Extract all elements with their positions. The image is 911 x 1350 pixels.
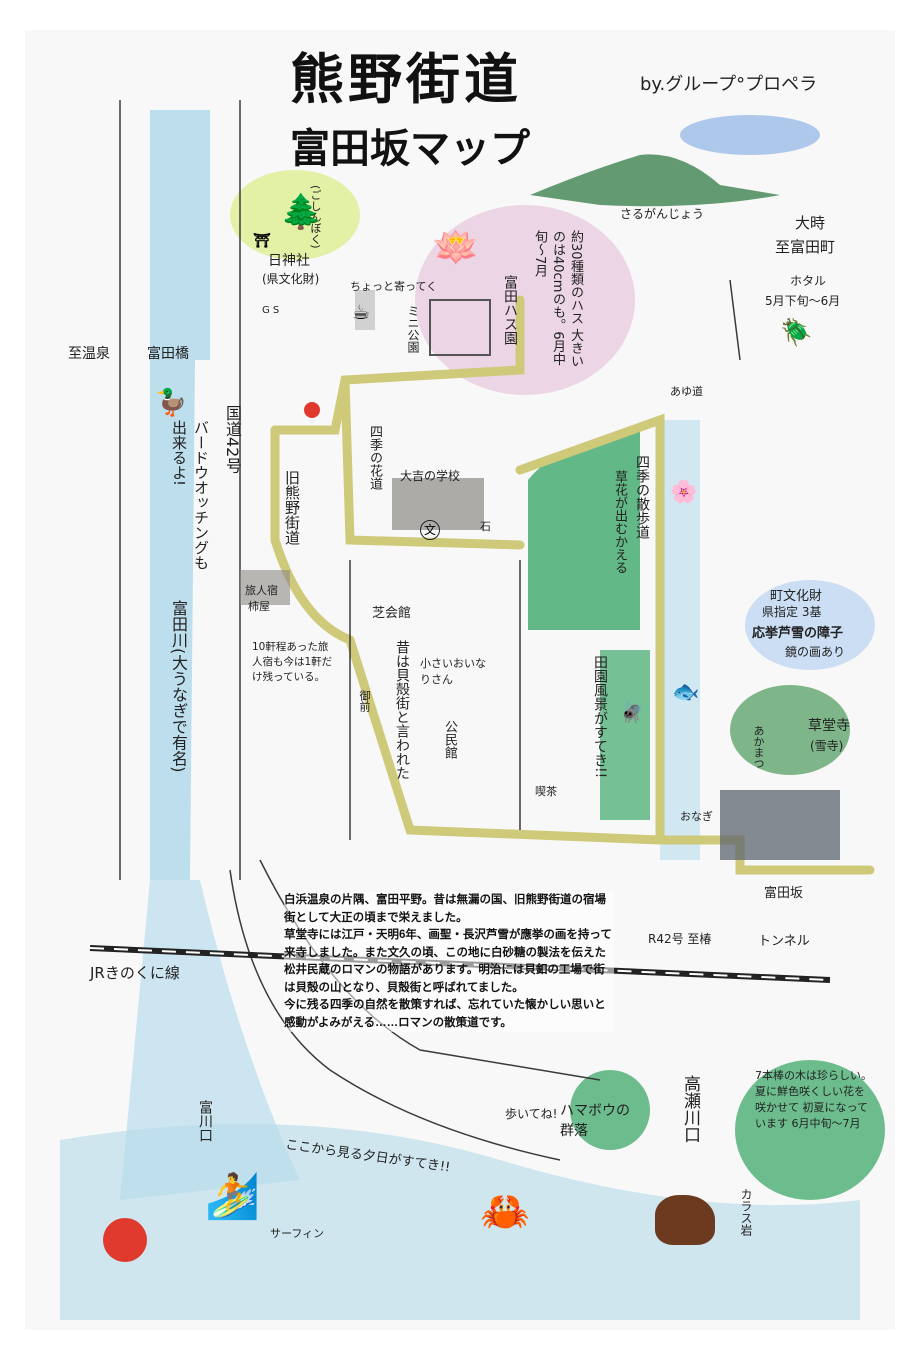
label-shrine: 日神社 [268, 253, 310, 269]
label-karasu-iwa: カラス岩 [739, 1188, 753, 1236]
label-sarugan: さるがんじょう [620, 207, 705, 221]
label-small-inari: 小さいおいなりさん [420, 657, 486, 686]
label-kumano-kaido: 旧熊野街道 [283, 470, 301, 545]
label-surfing: サーフィン [270, 1227, 325, 1240]
label-kusabana: 草花が出むかえる [612, 470, 627, 574]
duck-icon: 🦆 [155, 388, 188, 418]
cafe-cup-icon: ☕ [352, 300, 370, 324]
label-jr-line: JRきのくに線 [90, 964, 180, 982]
green-areas [230, 170, 885, 1200]
dragonfly-icon: 🪰 [620, 700, 645, 724]
label-shrine-note: (ごしんぼく) [309, 185, 322, 249]
stream-right [660, 420, 700, 860]
crab-icon: 🦀 [480, 1189, 530, 1235]
label-hotaru: ホタル [790, 274, 827, 288]
label-sodoji: 草堂寺 [808, 718, 850, 734]
label-ryokan: 旅人宿 [245, 584, 278, 597]
label-shiki-hanamichi: 四季の花道 [367, 425, 382, 490]
description-paragraph: 白浜温泉の片隅、富田平野。昔は無漏の国、旧熊野街道の宿場街として大正の頃まで栄え… [284, 894, 606, 924]
author-credit: by.グループ°プロペラ [640, 74, 818, 95]
school-icon: 文 [420, 520, 440, 540]
label-rosetsu: 応挙芦雪の障子 [752, 626, 844, 641]
label-lotus-park: 富田ハス園 [502, 275, 518, 345]
label-kominkan: 公民館 [442, 720, 457, 759]
label-gs: G S [262, 305, 280, 316]
title-line1: 熊野街道 [290, 47, 522, 111]
post-marker [304, 402, 320, 418]
label-bunkazai-detail: 県指定 3基 [762, 605, 822, 619]
label-ryokan-name: 柿屋 [248, 600, 270, 613]
sky-and-mountain [530, 115, 820, 207]
label-lotus-note: 約30種類のハス 大きいのは40cmのも。6月中旬〜7月 [532, 230, 583, 368]
label-akamatsu: あかまつ [752, 725, 765, 769]
label-kagami: 鏡の画あり [785, 645, 846, 659]
flower-icon: 🌸 [670, 480, 698, 505]
label-sodoji-alt: (雪寺) [810, 739, 844, 753]
description-text: 白浜温泉の片隅、富田平野。昔は無漏の国、旧熊野街道の宿場街として大正の頃まで栄え… [284, 892, 614, 1032]
label-cafe: ちょっと寄ってく [350, 280, 438, 293]
label-stone: 石 [480, 520, 491, 533]
tree-icon: 🌲 [280, 192, 323, 232]
rock-icon [655, 1195, 715, 1245]
fish-icon: 🐟 [672, 680, 700, 705]
label-ryokan-note: 10軒程あった旅人宿も今は1軒だけ残っている。 [252, 641, 333, 683]
label-route42: 国道42号 [223, 405, 242, 474]
label-tonda-slope: 富田坂 [764, 886, 804, 901]
label-mini-park: ミニ公園 [406, 305, 420, 353]
sunset-sun [103, 1218, 147, 1262]
label-gozen: 御前 [358, 690, 371, 712]
label-tondagawa-mouth: 富川口 [197, 1100, 213, 1142]
label-tonda-river: 富田川(大うなぎで有名) [169, 600, 188, 773]
label-school: 大吉の学校 [400, 469, 461, 483]
label-arukuto: 歩いてね! [505, 1107, 558, 1121]
label-to-onsen: 至温泉 [68, 346, 110, 362]
description-paragraph: 今に残る四季の自然を散策すれば、忘れていた懐かしい思いと感動がよみがえる……ロマ… [284, 999, 606, 1029]
bunkazai-bubble [745, 580, 875, 670]
label-to-tondamachi-2: 大時 [795, 214, 826, 232]
label-to-tondamachi-1: 至富田町 [775, 238, 836, 256]
description-paragraph: 草堂寺には江戸・天明6年、画聖・長沢芦雪が應挙の画を持って来寺しました。また文久… [284, 929, 612, 994]
label-tunnel: トンネル [758, 934, 810, 949]
page-title: 熊野街道 富田坂マップ [290, 35, 580, 174]
label-r42-tunnel: R42号 至椿 [648, 932, 712, 946]
label-nanami-note: 7本棒の木は珍らしい。夏に鮮色咲くしい花を咲かせて 初夏になっています 6月中旬… [755, 1069, 872, 1130]
lotus-icon: 🪷 [432, 225, 480, 269]
lotus-bubble [415, 205, 635, 395]
label-hamabou: ハマボウの群落 [560, 1103, 630, 1139]
title-line2: 富田坂マップ [290, 125, 530, 172]
label-kissa: 喫茶 [535, 785, 557, 798]
label-old-town: 昔は貝殻街と言われた [394, 640, 410, 780]
tonda-river [120, 110, 300, 1200]
label-bunkazai: 町文化財 [770, 589, 823, 604]
label-onaki: おなぎ [680, 810, 713, 823]
label-takase-river: 高瀬川口 [680, 1075, 700, 1143]
firefly-icon: 🪲 [780, 318, 813, 348]
label-community-hall: 芝会館 [372, 606, 412, 621]
label-bird-watching: バードウオッチングも出来るよ! [170, 420, 210, 570]
label-shiki-sanpo: 四季の散歩道 [634, 455, 650, 539]
shrine-symbol: ⛩ [253, 233, 271, 249]
label-shrine-note2: (県文化財) [262, 272, 320, 286]
surfer-icon: 🏄 [205, 1171, 260, 1222]
label-tonda-bridge: 富田橋 [147, 346, 189, 362]
label-ayu: あゆ道 [670, 385, 703, 398]
road-outlines [119, 100, 741, 1161]
label-den-en: 田園風景がすてき!! [592, 655, 608, 779]
label-hotaru-season: 5月下旬〜6月 [765, 294, 841, 308]
buildings [240, 290, 840, 860]
sea [60, 1124, 860, 1320]
